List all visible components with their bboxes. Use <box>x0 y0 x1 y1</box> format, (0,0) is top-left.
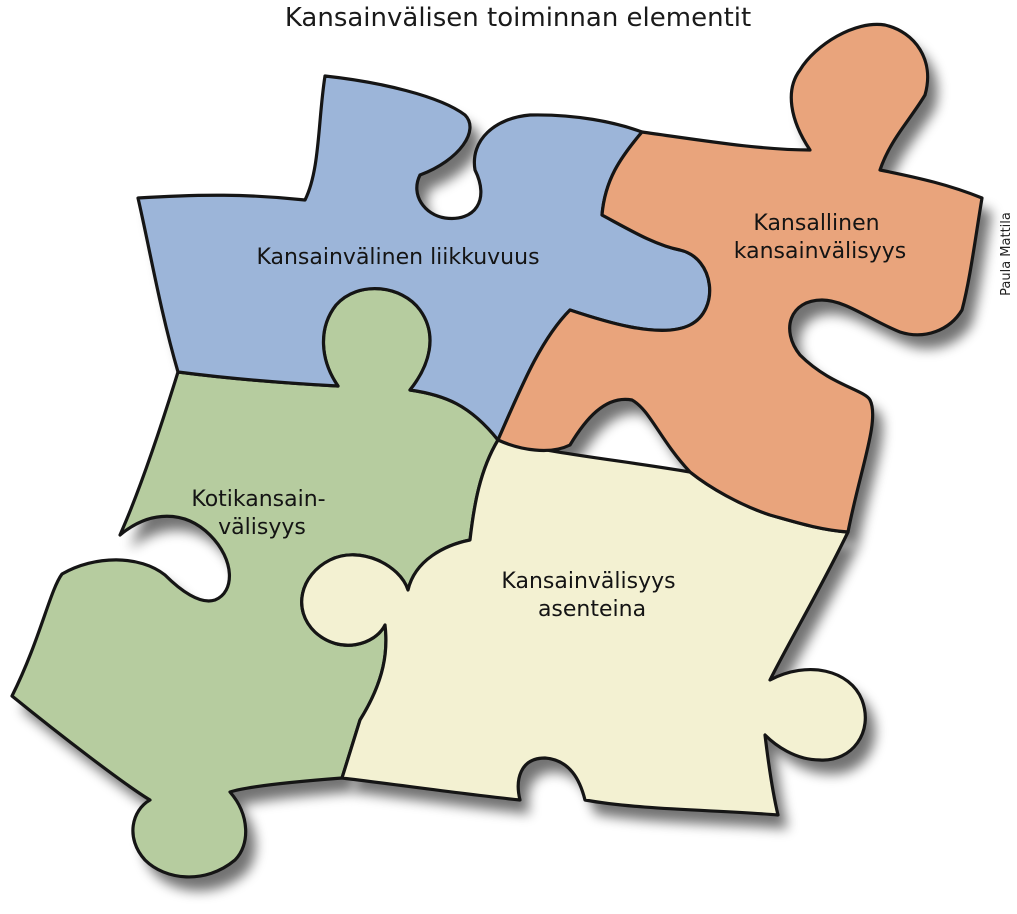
label-green-line-2: välisyys <box>218 515 306 540</box>
label-orange-line-2: kansainvälisyys <box>734 239 906 264</box>
label-green-line-1: Kotikansain- <box>191 487 325 512</box>
label-cream-piece: Kansainvälisyys asenteina <box>501 569 682 622</box>
label-blue-piece: Kansainvälinen liikkuvuus <box>256 245 539 270</box>
label-cream-line-1: Kansainvälisyys <box>501 569 675 594</box>
diagram-title: Kansainvälisen toiminnan elementit <box>285 3 751 33</box>
photo-credit: Paula Mattila <box>999 212 1014 296</box>
label-cream-line-2: asenteina <box>538 597 646 622</box>
label-green-piece: Kotikansain- välisyys <box>191 487 332 540</box>
label-orange-line-1: Kansallinen <box>753 211 879 236</box>
label-blue-line-1: Kansainvälinen liikkuvuus <box>256 245 539 270</box>
puzzle-piece-orange <box>496 22 984 534</box>
label-orange-piece: Kansallinen kansainvälisyys <box>734 211 906 264</box>
